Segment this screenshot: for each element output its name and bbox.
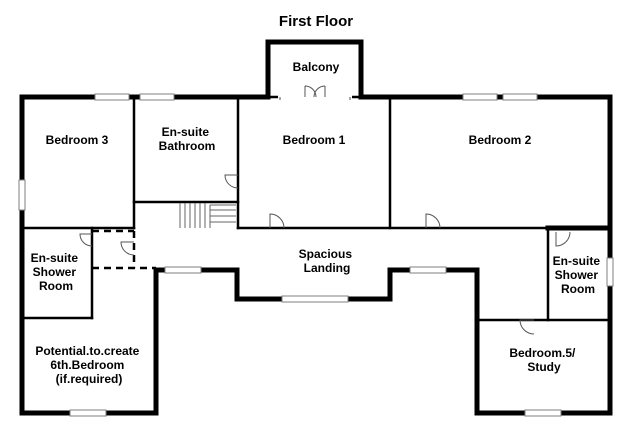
window-bedroom-2-a: [462, 93, 498, 101]
window-bedroom-3-side: [18, 179, 26, 211]
window-landing-left: [164, 266, 202, 274]
window-landing: [281, 295, 349, 303]
room-label-balcony: Balcony: [293, 60, 340, 74]
room-label-ensuite-shower-room-right: En-suite Shower Room: [553, 254, 604, 296]
room-label-bedroom-5-study: Bedroom.5/ Study: [509, 346, 578, 374]
window-bedroom-2-b: [502, 93, 538, 101]
room-labels: Balcony Bedroom 3 En-suite Bathroom Bedr…: [31, 60, 604, 386]
floor-title: First Floor: [279, 13, 353, 30]
window-landing-right: [409, 266, 447, 274]
window-bedroom-3: [94, 93, 130, 101]
staircase: [179, 203, 236, 228]
room-label-bedroom-1: Bedroom 1: [283, 133, 346, 147]
windows: [18, 93, 614, 417]
window-bedroom-5: [524, 409, 562, 417]
room-label-bedroom-2: Bedroom 2: [469, 133, 532, 147]
room-label-spacious-landing: Spacious Landing: [299, 247, 356, 275]
room-label-bedroom-3: Bedroom 3: [46, 133, 109, 147]
window-potential-bedroom: [69, 409, 107, 417]
room-label-potential-sixth-bedroom: Potential.to.create 6th.Bedroom (if.requ…: [35, 344, 142, 386]
window-ensuite-bathroom: [139, 93, 175, 101]
interior-walls: [20, 95, 612, 322]
room-label-ensuite-shower-room-left: En-suite Shower Room: [31, 251, 82, 293]
room-label-ensuite-bathroom: En-suite Bathroom: [159, 125, 216, 153]
doors: [79, 174, 571, 335]
window-ensuite-shower-right: [606, 257, 614, 287]
balcony-doors: [278, 85, 352, 100]
